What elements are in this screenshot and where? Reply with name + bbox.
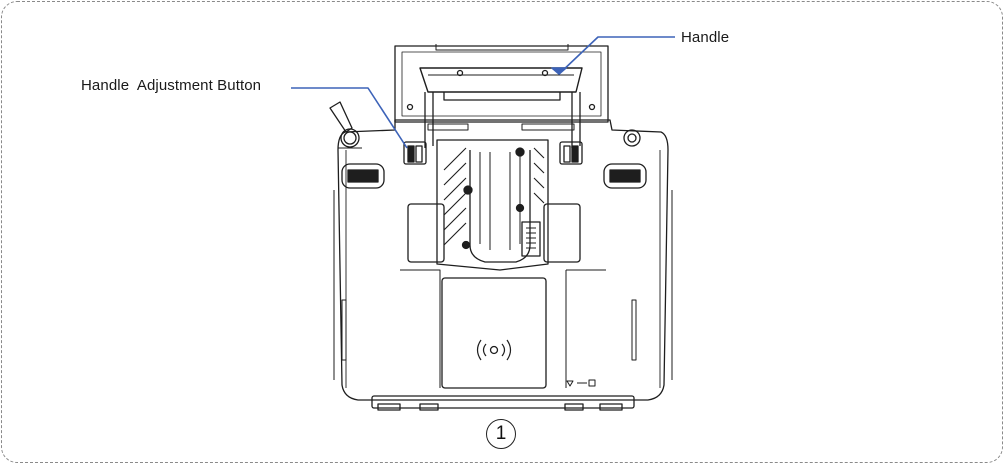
left-grip (341, 163, 385, 189)
right-knob (623, 129, 641, 147)
left-toggle-switch (329, 101, 362, 149)
bottom-feet (371, 395, 635, 411)
side-connector (521, 221, 541, 257)
wireless-charging-pad (441, 277, 547, 389)
callout-leader-lines (291, 36, 675, 149)
heat-sink-plate (436, 139, 549, 271)
handle (406, 67, 596, 148)
handle-adjustment-button-left[interactable] (403, 141, 427, 165)
callout-handle-adjustment-button-label: Handle Adjustment Button (81, 77, 262, 94)
top-port-strip (427, 123, 575, 131)
side-decals (341, 299, 637, 361)
bottom-indicator-icons (566, 379, 596, 387)
handle-adjustment-button-right[interactable] (559, 141, 583, 165)
figure-number-badge: 1 (486, 419, 516, 449)
callout-handle-label: Handle (681, 29, 730, 46)
right-bracket (543, 203, 581, 263)
right-grip (603, 163, 647, 189)
controller-body (337, 119, 669, 401)
handle-panel (394, 44, 609, 123)
left-bracket (407, 203, 445, 263)
